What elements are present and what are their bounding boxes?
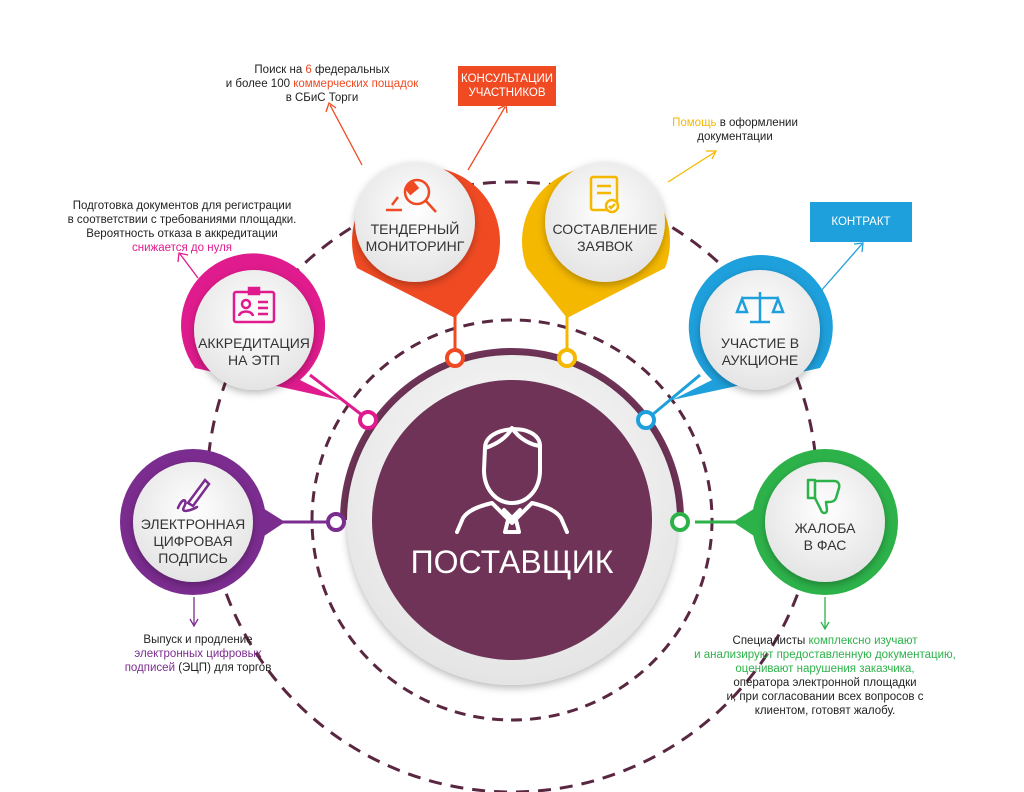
node-auction: УЧАСТИЕ В АУКЦИОНЕ — [672, 255, 833, 400]
complaint-label-2: В ФАС — [804, 537, 847, 553]
note-signature: Выпуск и продление электронных цифровых … — [108, 633, 288, 675]
note-complaint-l2: и анализируют предоставленную документац… — [694, 649, 956, 661]
note-complaint-l3: оценивают нарушения заказчика, — [735, 663, 915, 675]
auction-hammer-search-icon — [386, 178, 437, 213]
note-complaint-l1b: комплексно изучают — [808, 635, 918, 647]
note-complaint: Специалисты комплексно изучают и анализи… — [680, 634, 970, 718]
application-label-1: СОСТАВЛЕНИЕ — [553, 221, 658, 237]
inner-dashed-ring — [310, 318, 714, 722]
note-monitoring-f: в СБиС Торги — [285, 92, 359, 104]
note-application-a: Помощь — [672, 117, 717, 129]
pen-signature-icon — [176, 478, 211, 513]
node-monitoring: ТЕНДЕРНЫЙ МОНИТОРИНГ — [352, 162, 500, 318]
document-check-icon — [589, 175, 620, 214]
note-signature-l2: электронных цифровых — [134, 648, 262, 660]
accreditation-label-2: НА ЭТП — [228, 352, 280, 368]
center-node: ПОСТАВЩИК — [347, 355, 677, 685]
node-accreditation: АККРЕДИТАЦИЯ НА ЭТП — [181, 253, 340, 400]
note-monitoring-a: Поиск на — [254, 64, 306, 76]
note-monitoring-c: федеральных — [311, 64, 390, 76]
connector-dots — [326, 348, 690, 532]
note-application-b: в оформлении — [716, 117, 798, 129]
note-monitoring: Поиск на 6 федеральных и более 100 комме… — [222, 63, 422, 105]
complaint-label-1: ЖАЛОБА — [795, 520, 857, 536]
note-signature-l3b: (ЭЦП) для торгов — [175, 662, 272, 674]
application-label-2: ЗАЯВОК — [577, 238, 634, 254]
note-signature-l3a: подписей — [124, 662, 175, 674]
note-complaint-l4: оператора электронной площадки — [733, 677, 917, 689]
note-accreditation-l3: Вероятность отказа в аккредитации — [86, 228, 278, 240]
center-label: ПОСТАВЩИК — [411, 544, 614, 580]
thumbs-down-icon — [806, 478, 841, 515]
note-monitoring-d: и более 100 — [225, 78, 294, 90]
auction-label-2: АУКЦИОНЕ — [722, 352, 799, 368]
signature-label-1: ЭЛЕКТРОННАЯ — [141, 516, 245, 532]
note-monitoring-e: коммерческих пощадок — [293, 78, 419, 90]
scales-icon — [735, 292, 785, 324]
signature-label-2: ЦИФРОВАЯ — [153, 533, 232, 549]
note-accreditation-l4: снижается до нуля — [131, 242, 233, 254]
node-signature: ЭЛЕКТРОННАЯ ЦИФРОВАЯ ПОДПИСЬ — [120, 449, 285, 595]
note-accreditation: Подготовка документов для регистрации в … — [52, 199, 312, 255]
monitoring-label-1: ТЕНДЕРНЫЙ — [371, 220, 460, 237]
contract-tag: КОНТРАКТ — [810, 202, 912, 242]
note-accreditation-l1: Подготовка документов для регистрации — [72, 200, 292, 212]
consult-tag-line2: УЧАСТНИКОВ — [468, 87, 546, 99]
note-application-c: документации — [697, 131, 773, 143]
note-accreditation-l2: в соответствии с требованиями площадки. — [67, 214, 297, 226]
node-application: СОСТАВЛЕНИЕ ЗАЯВОК — [522, 162, 670, 318]
note-complaint-l1a: Специалисты — [732, 635, 809, 647]
signature-label-3: ПОДПИСЬ — [158, 550, 228, 566]
auction-label-1: УЧАСТИЕ В — [721, 335, 799, 351]
consult-tag-line1: КОНСУЛЬТАЦИИ — [461, 73, 553, 85]
note-complaint-l6: клиентом, готовят жалобу. — [754, 705, 896, 717]
businessman-icon — [455, 426, 569, 534]
note-application: Помощь в оформлении документации — [660, 116, 810, 144]
note-signature-l1: Выпуск и продление — [143, 634, 253, 646]
consult-tag: КОНСУЛЬТАЦИИ УЧАСТНИКОВ — [458, 66, 556, 106]
note-arrows — [177, 101, 864, 631]
monitoring-label-2: МОНИТОРИНГ — [366, 238, 465, 254]
note-complaint-l5: и, при согласовании всех вопросов с — [726, 691, 924, 703]
accreditation-label-1: АККРЕДИТАЦИЯ — [198, 335, 310, 351]
contract-tag-label: КОНТРАКТ — [831, 216, 891, 228]
node-complaint: ЖАЛОБА В ФАС — [733, 449, 898, 595]
id-card-icon — [232, 286, 276, 324]
note-monitoring-b: 6 — [305, 64, 312, 76]
